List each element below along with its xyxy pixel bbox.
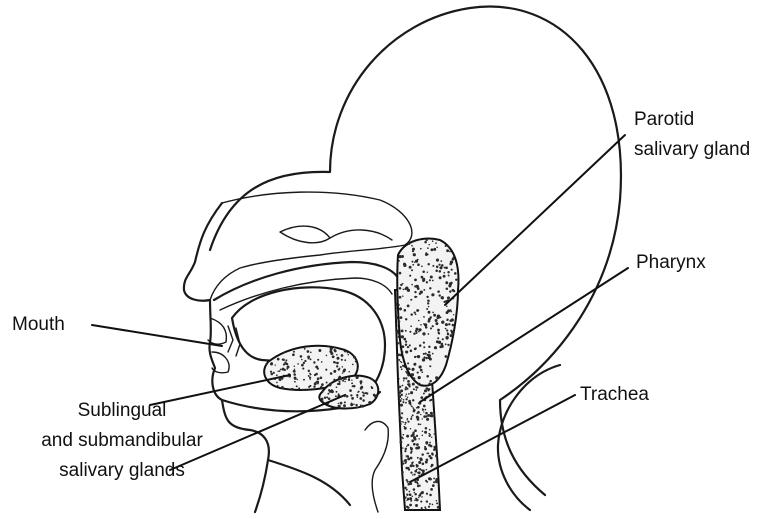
label-mouth: Mouth (12, 310, 65, 340)
label-sublingual-line2: and submandibular (32, 426, 212, 456)
label-trachea-text: Trachea (580, 380, 649, 410)
leader-parotid (445, 135, 625, 305)
nasal-turbinate-1 (280, 226, 330, 243)
label-sublingual: Sublingual and submandibular salivary gl… (32, 396, 212, 486)
label-sublingual-line1: Sublingual (32, 396, 212, 426)
label-mouth-text: Mouth (12, 310, 65, 340)
nasal-turbinate-2 (330, 230, 392, 240)
label-pharynx-text: Pharynx (636, 248, 706, 278)
label-trachea: Trachea (580, 380, 649, 410)
label-sublingual-line3: salivary glands (32, 456, 212, 486)
label-parotid-line2: salivary gland (634, 135, 750, 165)
neck-back (498, 365, 560, 510)
label-pharynx: Pharynx (636, 248, 706, 278)
throat-front (268, 460, 350, 505)
larynx-front (365, 421, 388, 512)
label-parotid-line1: Parotid (634, 105, 750, 135)
label-parotid: Parotid salivary gland (634, 105, 750, 165)
leader-mouth (92, 325, 222, 346)
